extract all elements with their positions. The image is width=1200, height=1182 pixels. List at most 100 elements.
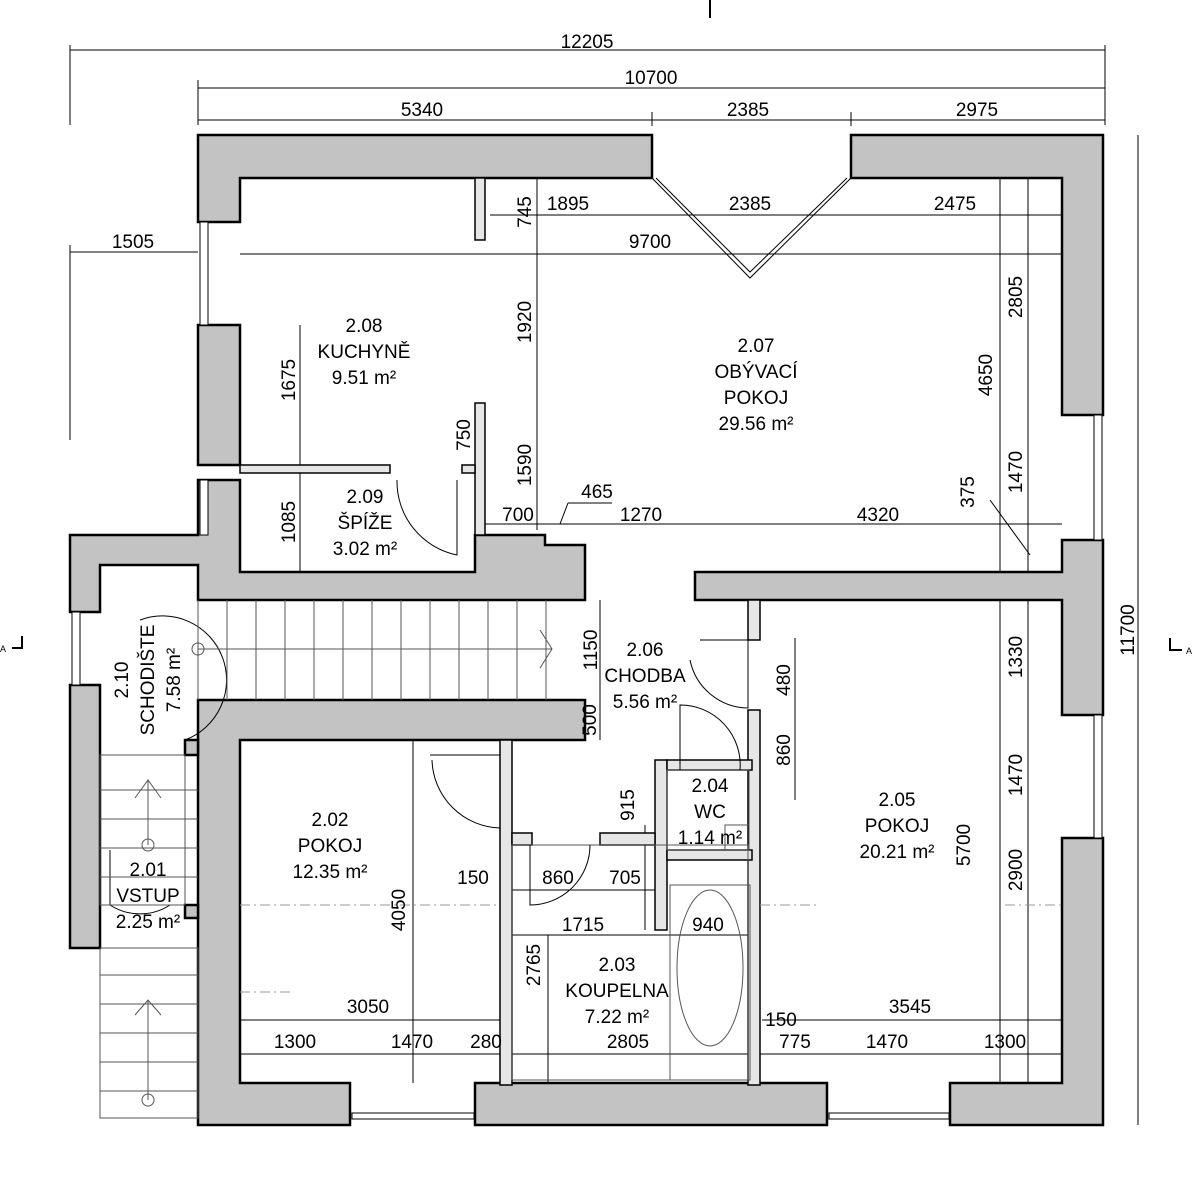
room-name: WC (694, 802, 726, 823)
dimension-label: 1470 (1006, 451, 1027, 493)
dimension-label: 775 (779, 1032, 811, 1053)
dimension-label: 2385 (729, 194, 771, 215)
dimension-label: 2900 (1006, 849, 1027, 891)
dimension-label: 1085 (279, 501, 300, 543)
dimension-label: 1505 (112, 232, 154, 253)
room-area: 12.35 m² (293, 862, 368, 883)
dimension-label: 1920 (515, 301, 536, 343)
room-name: POKOJ (298, 836, 362, 857)
room-area: 2.25 m² (116, 912, 180, 933)
dimension-label: 940 (692, 915, 724, 936)
room-name: VSTUP (116, 886, 179, 907)
dimension-label: 3545 (889, 997, 931, 1018)
dimension-label: 1715 (562, 915, 604, 936)
dimension-label: 4650 (976, 354, 997, 396)
windows (71, 177, 1103, 1120)
room-area: 1.14 m² (678, 828, 742, 849)
room-name: KOUPELNA (565, 981, 669, 1002)
room-name: CHODBA (604, 666, 686, 687)
dimension-label: 150 (457, 868, 489, 889)
dimension-label: 2765 (524, 944, 545, 986)
room-number: 2.09 (347, 487, 384, 508)
room-number: 2.03 (599, 955, 636, 976)
room-area: 7.22 m² (585, 1007, 649, 1028)
room-number: 2.04 (692, 776, 729, 797)
room-name: OBÝVACÍ (714, 362, 798, 383)
dimension-label: 4050 (389, 889, 410, 931)
dimension-label: 2975 (956, 100, 998, 121)
dimension-label: 2385 (727, 100, 769, 121)
dimension-label: 10700 (625, 68, 678, 89)
dimension-label: 480 (774, 664, 795, 696)
room-area: 5.56 m² (613, 692, 677, 713)
dimension-label: 1590 (515, 444, 536, 486)
room-number: 2.06 (627, 640, 664, 661)
dimension-label: 1300 (274, 1032, 316, 1053)
partitions (239, 177, 761, 1086)
dimension-label: 4320 (857, 505, 899, 526)
room-number: 2.02 (312, 810, 349, 831)
dimension-label: 1675 (279, 359, 300, 401)
dimension-label: 700 (502, 505, 534, 526)
dimension-label: 12205 (561, 32, 614, 53)
doors (109, 479, 749, 915)
dimension-label: 3050 (347, 997, 389, 1018)
dimension-label: 1470 (391, 1032, 433, 1053)
room-number: 2.07 (738, 336, 775, 357)
dimension-label: 1150 (581, 630, 602, 671)
room-name: ŠPÍŽE (338, 512, 393, 534)
room-number: 2.08 (346, 316, 383, 337)
room-area: 20.21 m² (860, 842, 935, 863)
bathtub (676, 889, 744, 1047)
room-area: 9.51 m² (332, 368, 396, 389)
dimension-label: 1470 (1006, 754, 1027, 796)
dimension-label: 750 (454, 419, 475, 451)
dimension-label: 1330 (1006, 636, 1027, 678)
dimension-label: 1300 (984, 1032, 1026, 1053)
dimension-label: 375 (958, 476, 979, 508)
dimension-label: 1895 (547, 194, 589, 215)
dimension-label: 860 (774, 734, 795, 766)
section-label: A (0, 644, 6, 654)
walls (68, 133, 1105, 1127)
dimension-label: 280 (470, 1032, 502, 1053)
section-marker-left: A (0, 636, 23, 654)
dimension-label: 465 (581, 482, 613, 503)
dimension-label: 1270 (620, 505, 662, 526)
room-name: KUCHYNĚ (318, 341, 411, 363)
dimension-labels: 12205 10700 5340 2385 2975 1505 745 1895 2385 247… (112, 32, 1139, 1053)
room-name: POKOJ (865, 816, 929, 837)
dimension-label: 150 (765, 1010, 797, 1031)
dimension-label: 5340 (401, 100, 443, 121)
section-label: A (1186, 646, 1192, 656)
dimension-label: 745 (515, 196, 536, 228)
room-area: 3.02 m² (333, 539, 397, 560)
dimension-label: 2475 (934, 194, 976, 215)
dimension-label: 11700 (1118, 604, 1139, 655)
room-area: 7.58 m² (164, 648, 185, 712)
dimension-label: 1470 (866, 1032, 908, 1053)
room-area: 29.56 m² (719, 414, 794, 435)
dimension-label: 5700 (954, 824, 975, 866)
room-number: 2.05 (879, 790, 916, 811)
room-name: POKOJ (724, 388, 788, 409)
dimension-label: 915 (618, 789, 639, 821)
dimension-label: 705 (609, 868, 641, 889)
dimension-label: 500 (580, 704, 601, 736)
dimension-label: 2805 (607, 1032, 649, 1053)
room-number: 2.01 (130, 860, 167, 881)
room-number: 2.10 (112, 662, 133, 699)
section-marker-right: A (1169, 638, 1192, 656)
